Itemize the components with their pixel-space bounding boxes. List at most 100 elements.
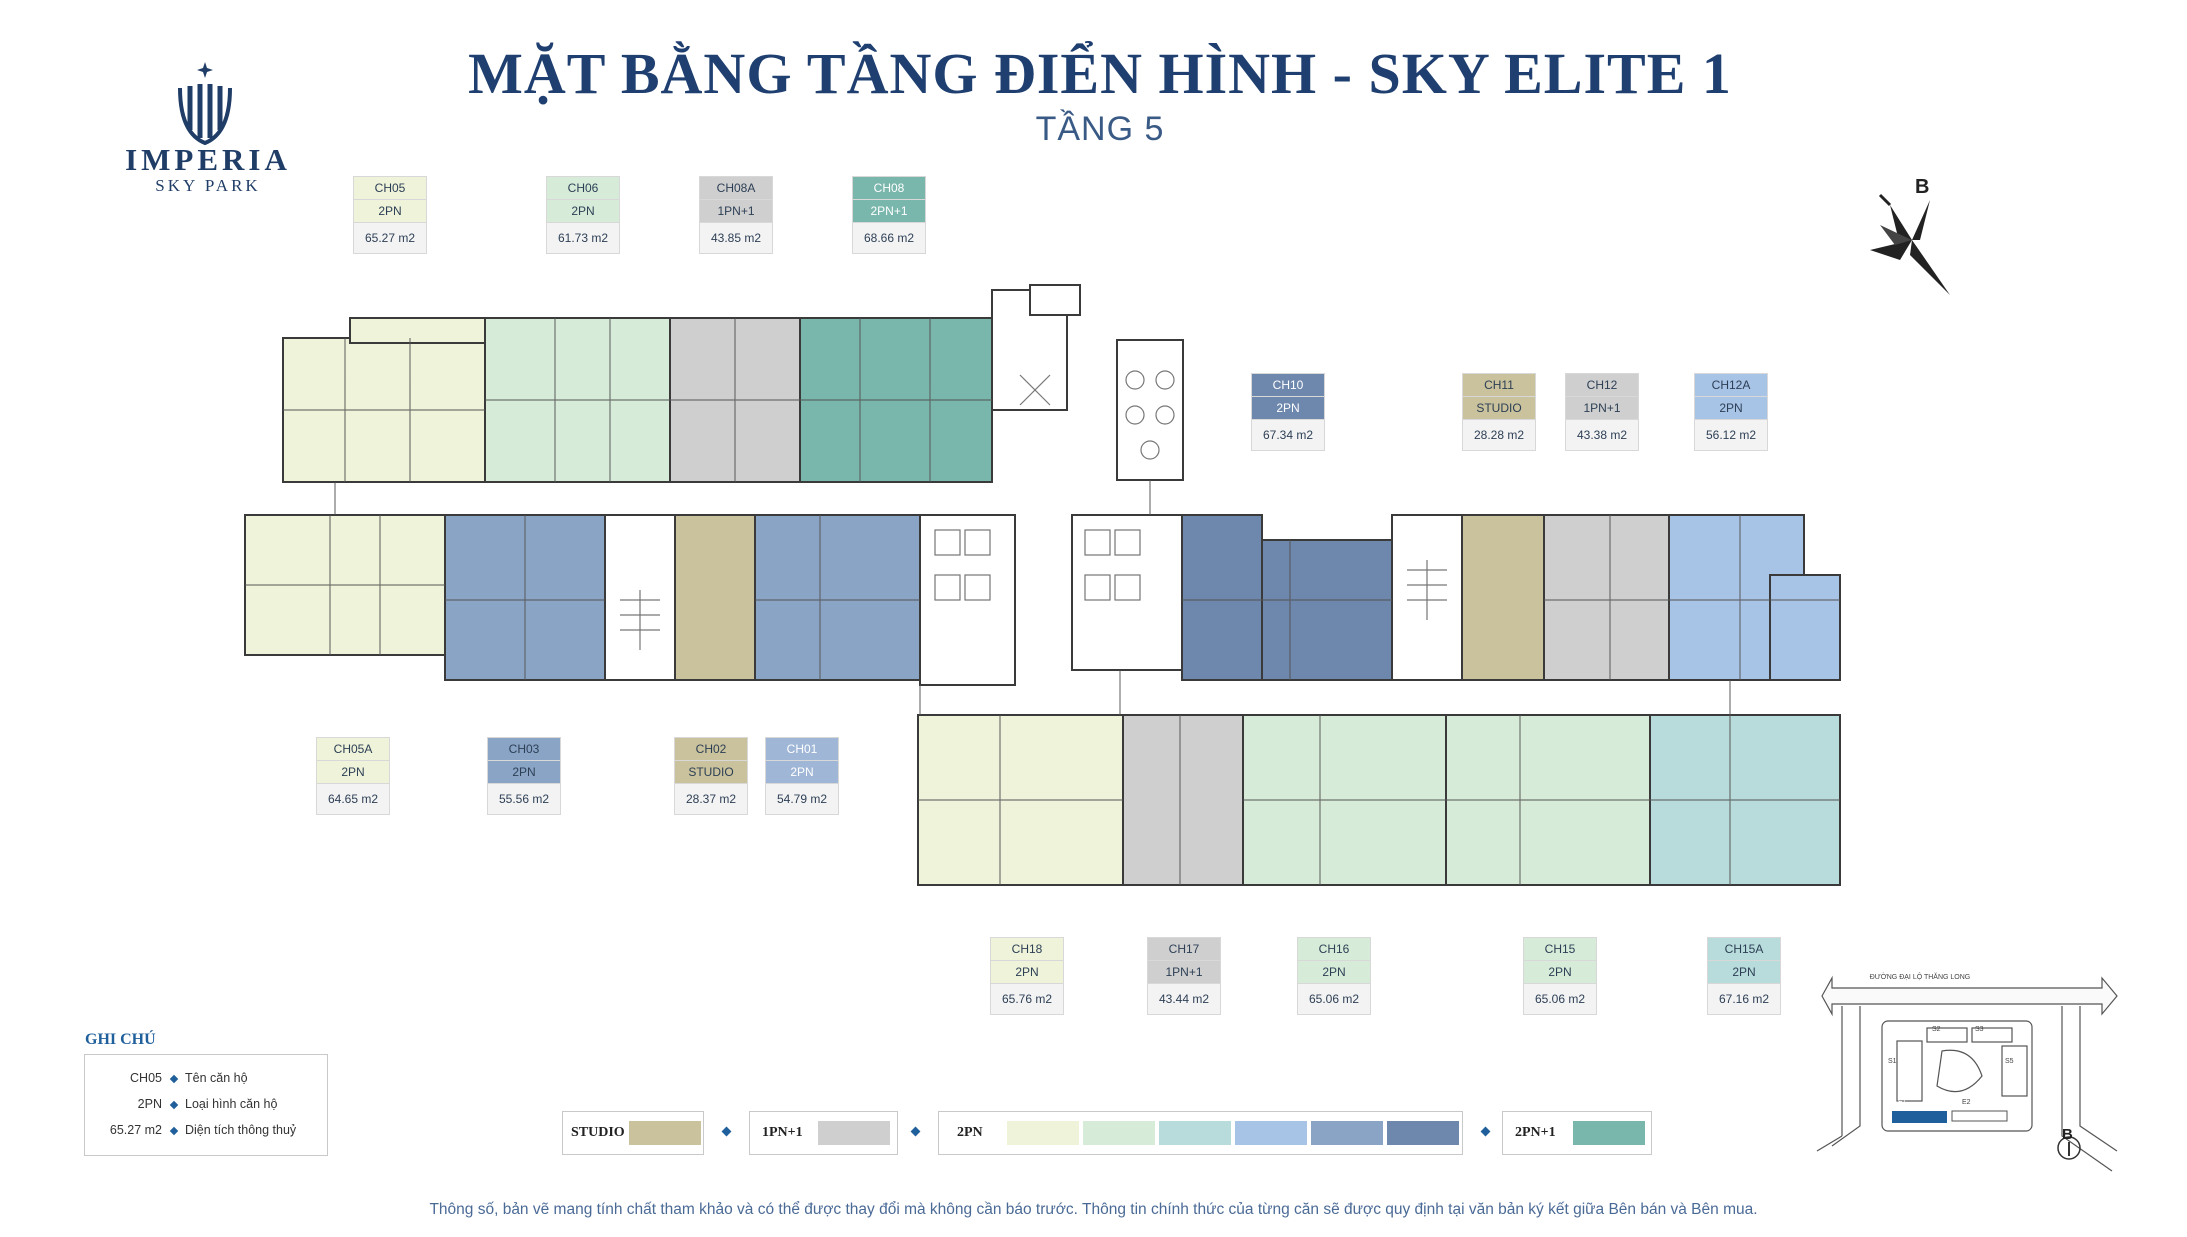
- unit-code: CH06: [546, 176, 620, 199]
- unit-type: 2PN: [990, 960, 1064, 983]
- unit-ch01-area: [754, 514, 921, 681]
- unit-type: 2PN: [487, 760, 561, 783]
- notes-title: GHI CHÚ: [85, 1031, 156, 1048]
- unit-code: CH08A: [699, 176, 773, 199]
- unit-code: CH03: [487, 737, 561, 760]
- unit-code: CH16: [1297, 937, 1371, 960]
- unit-code: CH05: [353, 176, 427, 199]
- unit-card-ch12: CH12 1PN+1 43.38 m2: [1565, 373, 1639, 451]
- legend-label: 2PN: [957, 1125, 983, 1140]
- unit-type: STUDIO: [674, 760, 748, 783]
- unit-card-ch05: CH05 2PN 65.27 m2: [353, 176, 427, 254]
- unit-area: 43.44 m2: [1147, 983, 1221, 1015]
- legend-1pn1: 1PN+1: [749, 1111, 898, 1155]
- diamond-bullet-icon: [169, 1126, 179, 1136]
- unit-ch17-area: [1122, 714, 1244, 886]
- unit-card-ch08a: CH08A 1PN+1 43.85 m2: [699, 176, 773, 254]
- legend-label: 2PN+1: [1515, 1125, 1556, 1140]
- keymap-block-s5: S5: [2005, 1058, 2014, 1065]
- unit-type: 2PN: [765, 760, 839, 783]
- unit-type: 2PN: [1251, 396, 1325, 419]
- lift-right: [1071, 514, 1183, 671]
- notes-key: 65.27 m2: [109, 1123, 162, 1137]
- unit-card-ch15a: CH15A 2PN 67.16 m2: [1707, 937, 1781, 1015]
- unit-code: CH15A: [1707, 937, 1781, 960]
- unit-code: CH01: [765, 737, 839, 760]
- unit-type: 2PN: [1297, 960, 1371, 983]
- unit-ch11-area: [1461, 514, 1545, 681]
- unit-card-ch08: CH08 2PN+1 68.66 m2: [852, 176, 926, 254]
- notes-desc: Loại hình căn hộ: [185, 1097, 278, 1111]
- unit-area: 55.56 m2: [487, 783, 561, 815]
- floor-subtitle: TẦNG 5: [1035, 110, 1165, 148]
- keymap-north-label: B: [2062, 1126, 2073, 1143]
- unit-area: 61.73 m2: [546, 222, 620, 254]
- unit-type: 2PN: [546, 199, 620, 222]
- unit-code: CH15: [1523, 937, 1597, 960]
- unit-area: 67.34 m2: [1251, 419, 1325, 451]
- unit-card-ch11: CH11 STUDIO 28.28 m2: [1462, 373, 1536, 451]
- unit-ch12-area: [1543, 514, 1670, 681]
- unit-card-ch16: CH16 2PN 65.06 m2: [1297, 937, 1371, 1015]
- unit-type: 1PN+1: [1565, 396, 1639, 419]
- legend-swatch: [629, 1121, 701, 1145]
- unit-type: 1PN+1: [1147, 960, 1221, 983]
- unit-type: 1PN+1: [699, 199, 773, 222]
- unit-type: 2PN: [1707, 960, 1781, 983]
- notes-row: CH05 Tên căn hộ: [85, 1071, 327, 1091]
- unit-code: CH05A: [316, 737, 390, 760]
- imperia-logo-icon: [178, 62, 232, 146]
- diamond-bullet-icon: [169, 1100, 179, 1110]
- unit-ch10-area: [1261, 539, 1393, 681]
- unit-area: 43.38 m2: [1565, 419, 1639, 451]
- unit-area: 56.12 m2: [1694, 419, 1768, 451]
- legend-swatch: [1007, 1121, 1079, 1145]
- brand-subname: SKY PARK: [155, 176, 261, 195]
- unit-code: CH12: [1565, 373, 1639, 396]
- unit-area: 28.37 m2: [674, 783, 748, 815]
- notes-row: 65.27 m2 Diện tích thông thuỷ: [85, 1123, 327, 1143]
- unit-card-ch15: CH15 2PN 65.06 m2: [1523, 937, 1597, 1015]
- legend-swatch: [1387, 1121, 1459, 1145]
- unit-card-ch10: CH10 2PN 67.34 m2: [1251, 373, 1325, 451]
- notes-key: CH05: [130, 1071, 162, 1085]
- unit-code: CH10: [1251, 373, 1325, 396]
- unit-card-ch06: CH06 2PN 61.73 m2: [546, 176, 620, 254]
- unit-code: CH02: [674, 737, 748, 760]
- unit-card-ch17: CH17 1PN+1 43.44 m2: [1147, 937, 1221, 1015]
- disclaimer-text: Thông số, bản vẽ mang tính chất tham khả…: [429, 1201, 1758, 1218]
- unit-area: 65.06 m2: [1523, 983, 1597, 1015]
- legend-swatch: [818, 1121, 890, 1145]
- legend-label: 1PN+1: [762, 1125, 803, 1140]
- unit-area: 68.66 m2: [852, 222, 926, 254]
- unit-area: 65.76 m2: [990, 983, 1064, 1015]
- compass-north-label: B: [1915, 176, 1930, 198]
- highlighted-block: [1892, 1111, 1947, 1123]
- notes-row: 2PN Loại hình căn hộ: [85, 1097, 327, 1117]
- unit-code: CH08: [852, 176, 926, 199]
- legend-studio: STUDIO: [562, 1111, 704, 1155]
- unit-area: 28.28 m2: [1462, 419, 1536, 451]
- notes-key: 2PN: [137, 1097, 162, 1111]
- unit-area: 43.85 m2: [699, 222, 773, 254]
- legend-swatch: [1083, 1121, 1155, 1145]
- compass-icon: [1870, 193, 1950, 295]
- notes-desc: Diện tích thông thuỷ: [185, 1123, 297, 1137]
- legend-swatch: [1159, 1121, 1231, 1145]
- unit-card-ch18: CH18 2PN 65.76 m2: [990, 937, 1064, 1015]
- unit-ch02-area: [674, 514, 756, 681]
- legend-swatch: [1235, 1121, 1307, 1145]
- notes-box: CH05 Tên căn hộ 2PN Loại hình căn hộ 65.…: [84, 1054, 328, 1156]
- unit-area: 65.27 m2: [353, 222, 427, 254]
- unit-code: CH18: [990, 937, 1064, 960]
- keymap-block-s2: S2: [1932, 1026, 1941, 1033]
- unit-type: 2PN: [1694, 396, 1768, 419]
- site-key-map: [1816, 975, 2118, 1172]
- keymap-block-s3: S3: [1975, 1026, 1984, 1033]
- unit-card-ch01: CH01 2PN 54.79 m2: [765, 737, 839, 815]
- unit-card-ch02: CH02 STUDIO 28.37 m2: [674, 737, 748, 815]
- brand-name: IMPERIA: [125, 142, 291, 177]
- unit-area: 67.16 m2: [1707, 983, 1781, 1015]
- unit-card-ch12a: CH12A 2PN 56.12 m2: [1694, 373, 1768, 451]
